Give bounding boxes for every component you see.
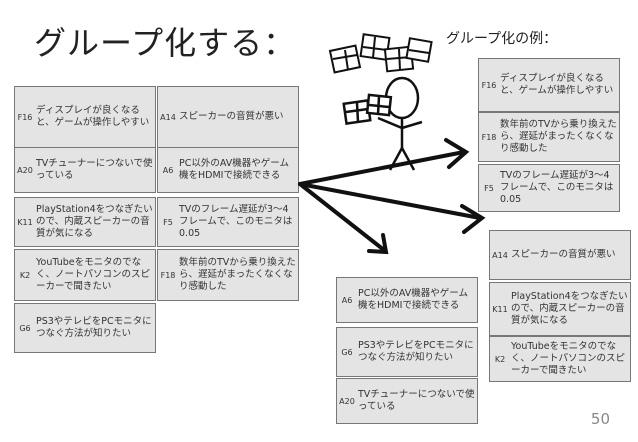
card-code: A14: [160, 112, 176, 122]
card-code: F18: [160, 270, 176, 280]
card-text: TVのフレーム遅延が3～4フレームで、このモニタは0.05: [179, 204, 293, 239]
card-k2: K2 YouTubeをモニタのでなく、ノートパソコンのスピーカーで聞きたい: [14, 249, 156, 301]
card-stack-icon: [328, 33, 433, 74]
card-code: K2: [494, 354, 506, 364]
group3-card-a14: A14 スピーカーの音質が悪い: [489, 230, 631, 280]
stick-figure-holding-cards-icon: [342, 76, 423, 171]
group2-card-a6: A6 PC以外のAV機器やゲーム機をHDMIで接続できる: [336, 277, 478, 323]
card-code: F16: [481, 80, 497, 90]
card-code: F16: [17, 112, 33, 122]
card-code: A6: [341, 295, 353, 305]
card-a6: A6 PC以外のAV機器やゲーム機をHDMIで接続できる: [157, 147, 299, 193]
card-text: ディスプレイが良くなると、ゲームが操作しやすい: [500, 73, 614, 96]
card-code: A6: [162, 165, 174, 175]
card-text: PC以外のAV機器やゲーム機をHDMIで接続できる: [179, 158, 289, 181]
card-text: TVチューナーにつないで使っている: [358, 389, 475, 412]
card-text: スピーカーの音質が悪い: [511, 249, 616, 260]
card-text: TVチューナーにつないで使っている: [36, 158, 153, 181]
group3-card-k2: K2 YouTubeをモニタのでなく、ノートパソコンのスピーカーで聞きたい: [489, 336, 631, 382]
card-text: TVのフレーム遅延が3～4フレームで、このモニタは0.05: [500, 170, 614, 205]
card-g6: G6 PS3やテレビをPCモニタにつなぐ方法が知りたい: [14, 303, 156, 353]
card-f5: F5 TVのフレーム遅延が3～4フレームで、このモニタは0.05: [157, 197, 299, 247]
card-text: PC以外のAV機器やゲーム機をHDMIで接続できる: [358, 288, 468, 311]
group2-card-g6: G6 PS3やテレビをPCモニタにつなぐ方法が知りたい: [336, 327, 478, 377]
card-code: G6: [19, 323, 31, 333]
card-text: スピーカーの音質が悪い: [179, 111, 284, 122]
group1-card-f5: F5 TVのフレーム遅延が3～4フレームで、このモニタは0.05: [478, 164, 620, 212]
card-text: PS3やテレビをPCモニタにつなぐ方法が知りたい: [358, 340, 474, 363]
card-k11: K11 PlayStation4をつなぎたいので、内蔵スピーカーの音質が気になる: [14, 197, 156, 247]
card-code: A20: [339, 396, 355, 406]
page-number: 50: [590, 410, 610, 428]
card-code: G6: [341, 347, 353, 357]
card-text: PS3やテレビをPCモニタにつなぐ方法が知りたい: [36, 316, 152, 339]
card-f16: F16 ディスプレイが良くなると、ゲームが操作しやすい: [14, 86, 156, 148]
card-code: K11: [492, 304, 508, 314]
card-code: K2: [19, 270, 31, 280]
card-text: PlayStation4をつなぎたいので、内蔵スピーカーの音質が気になる: [36, 204, 153, 239]
group-arrow-icon: [298, 138, 486, 255]
card-text: 数年前のTVから乗り換えたら、遅延がまったくなくなり感動した: [179, 257, 296, 292]
card-code: A14: [492, 250, 508, 260]
slide-title: グループ化する：: [34, 24, 297, 62]
card-text: 数年前のTVから乗り換えたら、遅延がまったくなくなり感動した: [500, 119, 617, 154]
card-code: A20: [17, 165, 33, 175]
card-code: F5: [484, 183, 494, 193]
group2-card-a20: A20 TVチューナーにつないで使っている: [336, 378, 478, 424]
group3-card-k11: K11 PlayStation4をつなぎたいので、内蔵スピーカーの音質が気になる: [489, 282, 631, 336]
card-code: F5: [163, 217, 173, 227]
group1-card-f16: F16 ディスプレイが良くなると、ゲームが操作しやすい: [478, 58, 620, 112]
card-text: ディスプレイが良くなると、ゲームが操作しやすい: [36, 105, 150, 128]
card-code: K11: [17, 217, 33, 227]
card-f18: F18 数年前のTVから乗り換えたら、遅延がまったくなくなり感動した: [157, 249, 299, 301]
card-text: PlayStation4をつなぎたいので、内蔵スピーカーの音質が気になる: [511, 291, 628, 326]
example-title: グループ化の例：: [446, 31, 558, 47]
card-code: F18: [481, 132, 497, 142]
card-text: YouTubeをモニタのでなく、ノートパソコンのスピーカーで聞きたい: [36, 257, 151, 292]
card-a20: A20 TVチューナーにつないで使っている: [14, 147, 156, 193]
group1-card-f18: F18 数年前のTVから乗り換えたら、遅延がまったくなくなり感動した: [478, 112, 620, 162]
card-text: YouTubeをモニタのでなく、ノートパソコンのスピーカーで聞きたい: [511, 341, 626, 376]
